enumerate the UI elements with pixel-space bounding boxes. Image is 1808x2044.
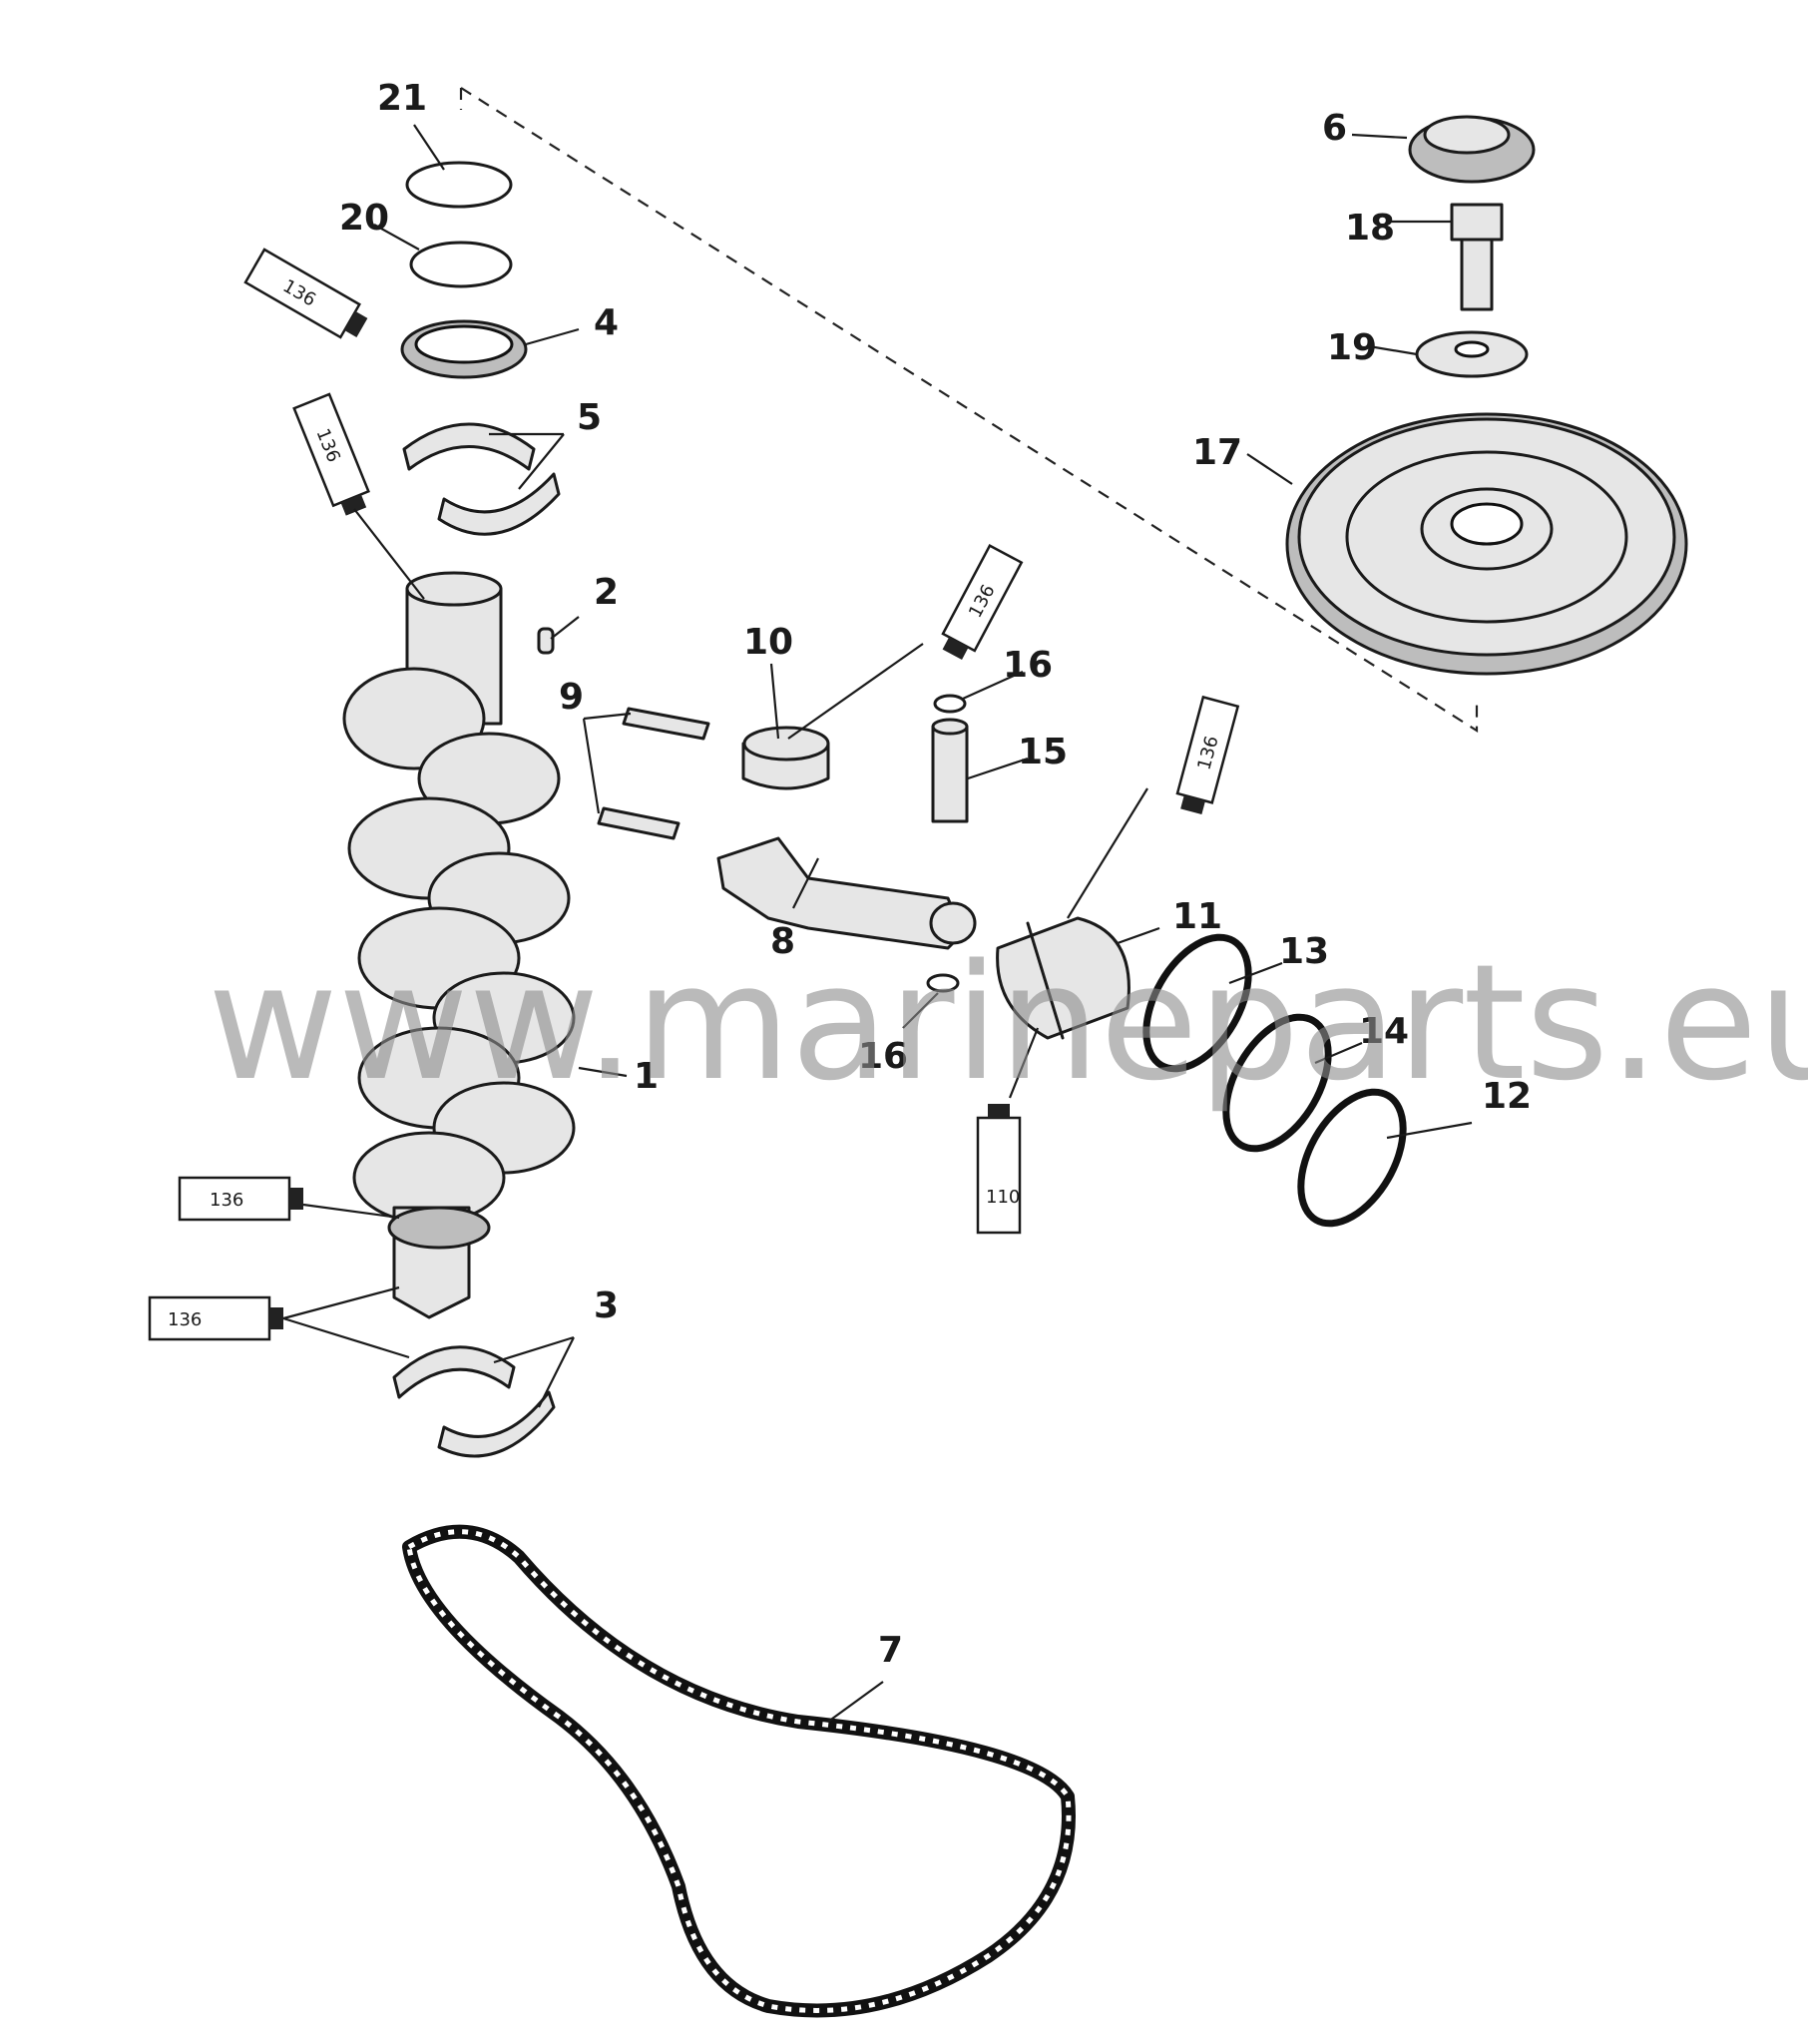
- tube-136-f: 136: [148, 1295, 283, 1341]
- callout-15: 15: [1018, 732, 1068, 772]
- callout-16-lower: 16: [858, 1036, 908, 1077]
- leader-lines: [282, 124, 1473, 1723]
- tube-136-c: 136: [941, 544, 1024, 660]
- part-13-piston-ring: [1142, 933, 1252, 1073]
- tube-136-d: 136: [1175, 695, 1240, 815]
- callout-14: 14: [1359, 1011, 1409, 1052]
- tube-136-b: 136: [292, 392, 370, 516]
- reference-dash-line: [460, 87, 1479, 733]
- callout-1: 1: [634, 1056, 659, 1097]
- callout-9: 9: [559, 677, 584, 718]
- part-20-ring: [409, 241, 513, 288]
- callout-19: 19: [1327, 327, 1377, 368]
- callout-21: 21: [377, 78, 427, 119]
- part-16-circlip-lower: [926, 973, 960, 993]
- callout-5: 5: [577, 397, 602, 438]
- tube-label-110: 110: [986, 1187, 1020, 1208]
- callout-20: 20: [339, 198, 389, 239]
- part-8-connecting-rod: [716, 836, 977, 950]
- part-9-bolts: [597, 707, 710, 840]
- callout-17: 17: [1192, 432, 1242, 473]
- tube-label-136-e: 136: [210, 1190, 243, 1211]
- callout-2: 2: [594, 572, 619, 613]
- callout-18: 18: [1345, 208, 1395, 249]
- callout-labels: 21 20 4 5 2 9 1 3 10 16 15 8 16 11 13 14…: [339, 78, 1532, 1671]
- part-12-piston-ring: [1297, 1088, 1407, 1228]
- part-18-bolt: [1450, 203, 1504, 311]
- callout-4: 4: [594, 302, 619, 343]
- part-17-flywheel: [1285, 412, 1688, 676]
- part-15-piston-pin: [931, 718, 969, 823]
- callout-8: 8: [770, 921, 795, 962]
- part-5-bearing-upper: [402, 422, 561, 536]
- watermark-text: www.marineparts.eu: [208, 929, 1808, 1116]
- tube-136-a: 136: [243, 248, 368, 339]
- callout-11: 11: [1172, 896, 1222, 937]
- part-11-piston: [996, 916, 1130, 1040]
- callout-3: 3: [594, 1285, 619, 1326]
- part-10-bearing-sleeve: [741, 726, 830, 790]
- callout-10: 10: [743, 622, 793, 663]
- part-3-bearing-lower: [392, 1345, 556, 1458]
- tube-110: 110: [976, 1104, 1022, 1235]
- tube-136-e: 136: [178, 1176, 303, 1222]
- callout-7: 7: [878, 1630, 903, 1671]
- part-6-cap: [1408, 115, 1536, 184]
- part-4-seal: [400, 319, 528, 379]
- part-16-circlip-upper: [933, 694, 967, 714]
- part-1-crankshaft: [342, 571, 576, 1319]
- callout-13: 13: [1279, 931, 1329, 972]
- callout-16-upper: 16: [1003, 645, 1053, 686]
- callout-12: 12: [1482, 1076, 1532, 1117]
- part-14-piston-ring: [1222, 1013, 1332, 1153]
- part-21-snap-ring: [405, 161, 513, 209]
- part-2-key: [537, 627, 555, 655]
- part-7-belt: [402, 1524, 1076, 2018]
- callout-6: 6: [1322, 108, 1347, 149]
- part-19-washer: [1415, 330, 1529, 378]
- tube-label-136-f: 136: [168, 1309, 202, 1330]
